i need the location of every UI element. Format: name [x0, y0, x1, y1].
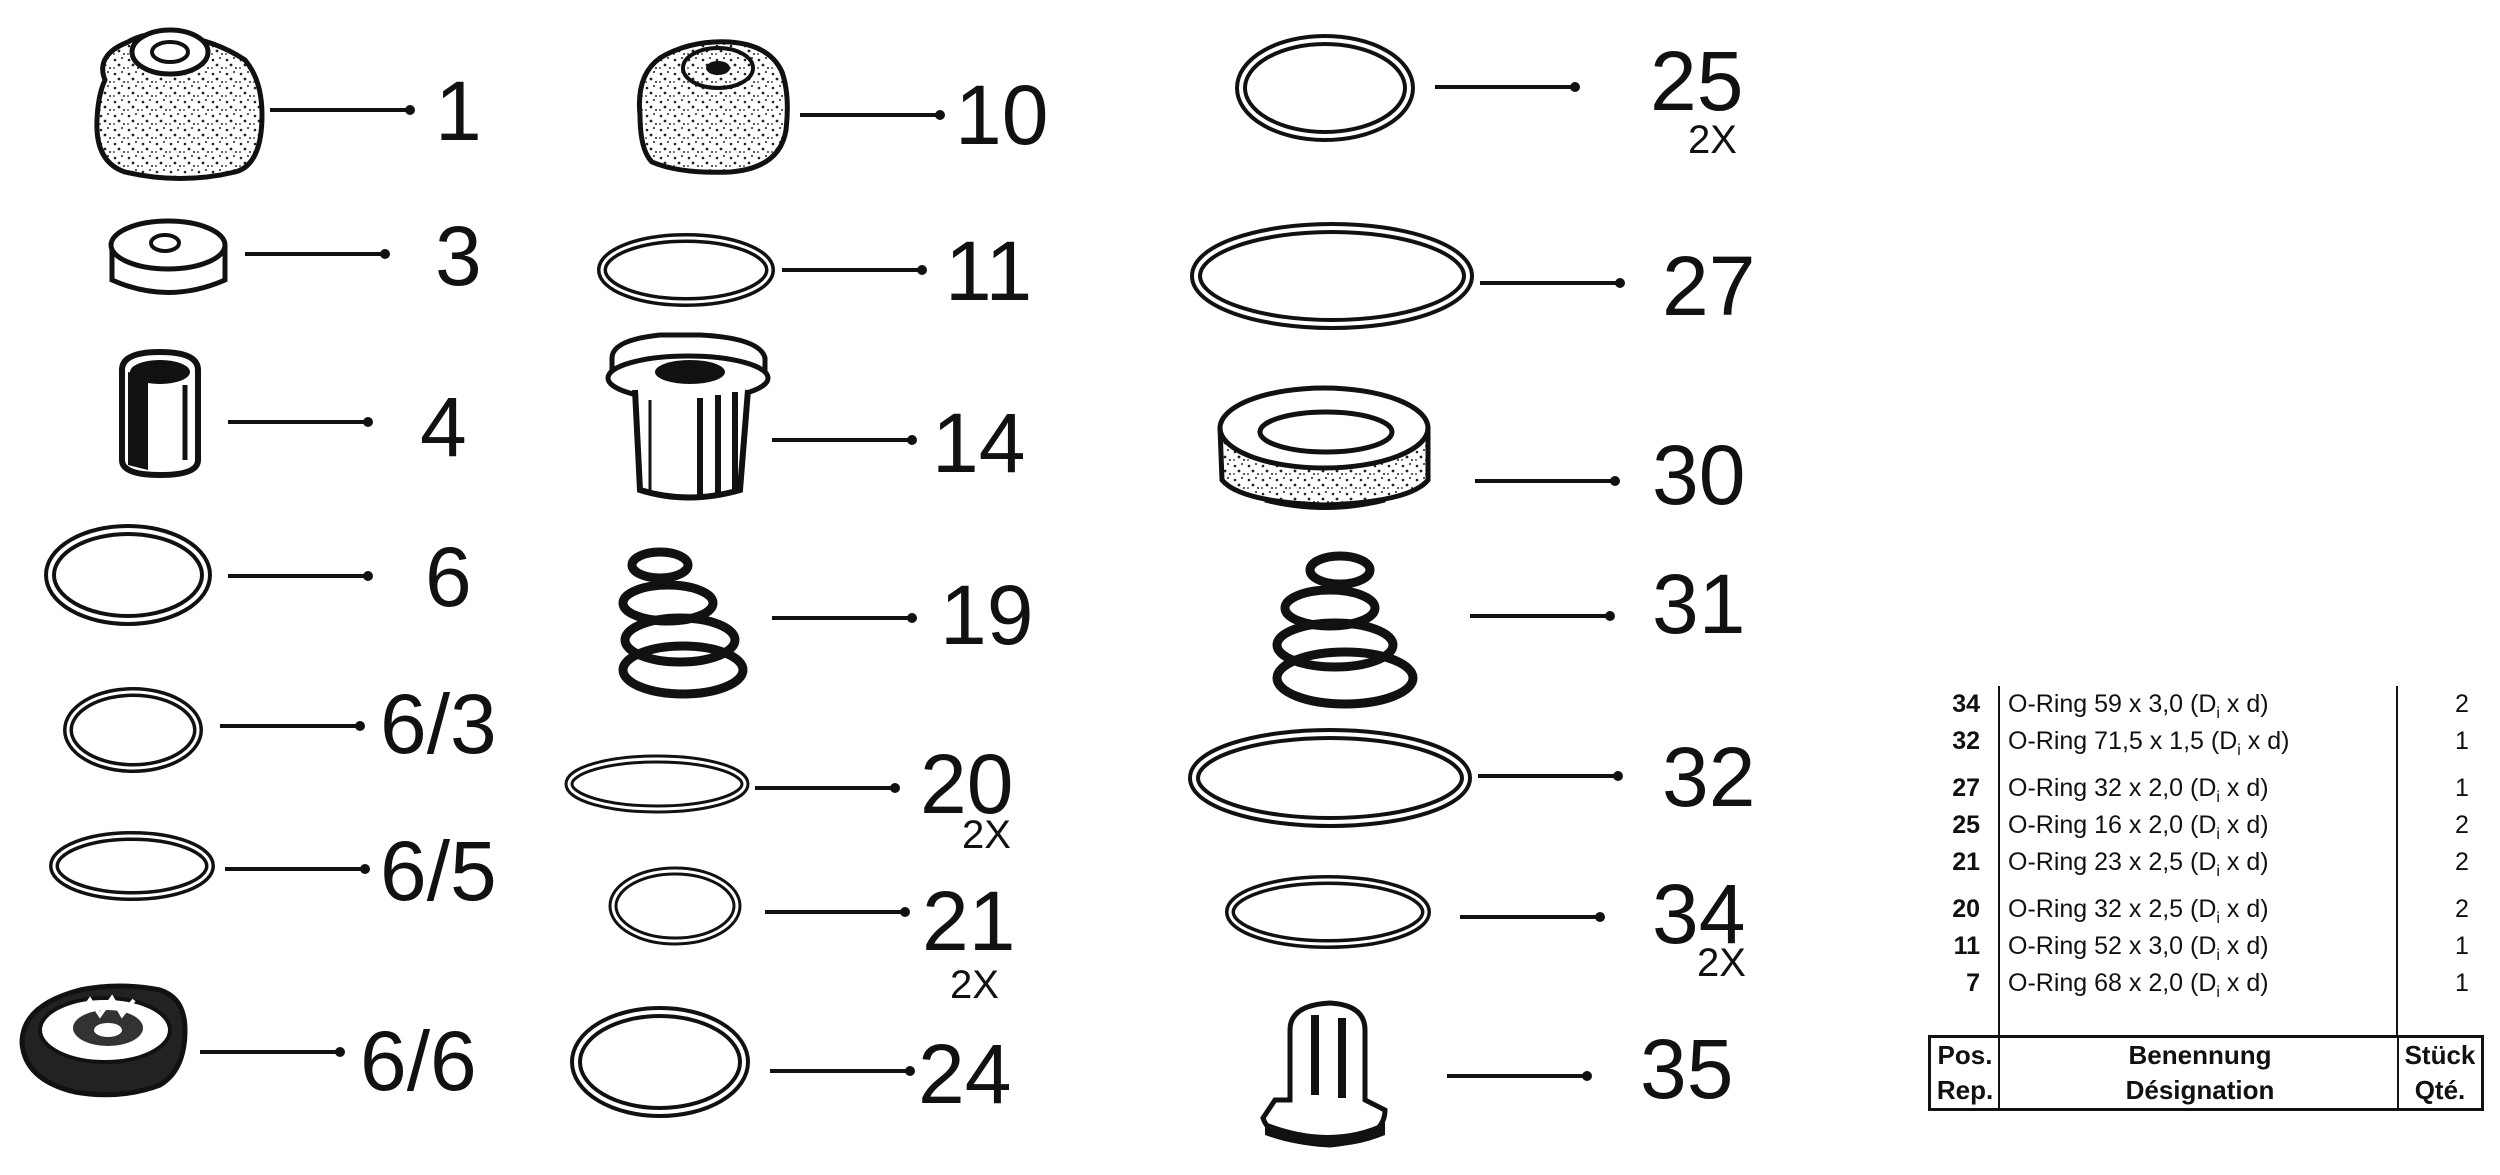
part-19-spring-icon [618, 547, 748, 699]
leader-line-30 [1475, 476, 1620, 486]
leader-line-11 [782, 265, 927, 275]
part-4-sleeve-icon [119, 348, 201, 479]
row-designation: O-Ring 32 x 2,5 (Di x d) [2008, 895, 2269, 927]
callout-6-3-label: 6/3 [380, 677, 497, 771]
callout-25-qty: 2X [1688, 118, 1737, 162]
row-designation: O-Ring 71,5 x 1,5 (Di x d) [2008, 727, 2290, 759]
callout-31-label: 31 [1652, 557, 1745, 651]
leader-line-25 [1435, 82, 1580, 92]
leader-line-14 [772, 435, 917, 445]
leader-line-3 [245, 249, 390, 259]
callout-6-label: 6 [425, 530, 472, 624]
part-6-6-valve-plate-icon [19, 983, 188, 1098]
callout-21-label: 21 [922, 874, 1015, 968]
row-qty: 1 [2455, 774, 2469, 802]
row-qty: 2 [2455, 811, 2469, 839]
row-qty: 1 [2455, 727, 2469, 755]
leader-line-10 [800, 110, 945, 120]
row-designation: O-Ring 32 x 2,0 (Di x d) [2008, 774, 2269, 806]
leader-line-24 [770, 1066, 915, 1076]
leader-line-1 [270, 105, 415, 115]
part-31-spring-icon [1272, 551, 1418, 709]
row-pos: 32 [1952, 727, 1980, 755]
row-qty: 1 [2455, 969, 2469, 997]
row-qty: 2 [2455, 690, 2469, 718]
row-pos: 34 [1952, 690, 1980, 718]
row-qty: 2 [2455, 895, 2469, 923]
table-row: 21 O-Ring 23 x 2,5 (Di x d) 2 [1928, 844, 2498, 881]
leader-line-4 [228, 417, 373, 427]
row-designation: O-Ring 16 x 2,0 (Di x d) [2008, 811, 2269, 843]
leader-line-6-6 [200, 1047, 345, 1057]
callout-6-6-label: 6/6 [360, 1014, 477, 1108]
leader-line-27 [1480, 278, 1625, 288]
row-designation: O-Ring 68 x 2,0 (Di x d) [2008, 969, 2269, 1001]
row-pos: 21 [1952, 848, 1980, 876]
leader-line-35 [1447, 1071, 1592, 1081]
callout-3-label: 3 [435, 209, 482, 303]
row-qty: 1 [2455, 932, 2469, 960]
callout-20-qty: 2X [962, 813, 1011, 857]
leader-line-34 [1460, 912, 1605, 922]
callout-4-label: 4 [420, 380, 467, 474]
table-row: 32 O-Ring 71,5 x 1,5 (Di x d) 1 [1928, 723, 2498, 760]
callout-11-label: 11 [945, 224, 1032, 318]
table-row: 7 O-Ring 68 x 2,0 (Di x d) 1 [1928, 965, 2498, 1002]
row-pos: 27 [1952, 774, 1980, 802]
callout-35-label: 35 [1640, 1022, 1733, 1116]
row-pos: 25 [1952, 811, 1980, 839]
part-14-valve-seat-icon [605, 332, 771, 501]
table-row: 27 O-Ring 32 x 2,0 (Di x d) 1 [1928, 770, 2498, 807]
part-30-seal-ring-icon [1217, 385, 1431, 510]
leader-line-21 [765, 907, 910, 917]
callout-19-label: 19 [940, 568, 1033, 662]
table-row: 34 O-Ring 59 x 3,0 (Di x d) 2 [1928, 686, 2498, 723]
callout-6-5-label: 6/5 [380, 824, 497, 918]
row-designation: O-Ring 59 x 3,0 (Di x d) [2008, 690, 2269, 722]
callout-34-qty: 2X [1697, 941, 1746, 985]
row-qty: 2 [2455, 848, 2469, 876]
table-row: 25 O-Ring 16 x 2,0 (Di x d) 2 [1928, 807, 2498, 844]
part-1-cap-icon [94, 27, 265, 181]
callout-1-label: 1 [435, 64, 482, 158]
leader-line-20 [755, 783, 900, 793]
table-row: 20 O-Ring 32 x 2,5 (Di x d) 2 [1928, 891, 2498, 928]
row-pos: 7 [1966, 969, 1980, 997]
callout-34-label: 34 [1652, 867, 1745, 961]
parts-table: 34 O-Ring 59 x 3,0 (Di x d) 2 32 O-Ring … [1928, 686, 2498, 1111]
leader-line-19 [772, 613, 917, 623]
part-3-washer-icon [108, 218, 228, 295]
callout-27-label: 27 [1662, 239, 1755, 333]
leader-line-6-5 [225, 864, 370, 874]
callout-25-label: 25 [1650, 34, 1743, 128]
callout-30-label: 30 [1652, 428, 1745, 522]
callout-21-qty: 2X [950, 963, 999, 1007]
table-divider-left [1998, 686, 2000, 1035]
table-divider-right [2396, 686, 2398, 1035]
callout-32-label: 32 [1662, 730, 1755, 824]
leader-line-6-3 [220, 721, 365, 731]
callout-24-label: 24 [918, 1027, 1011, 1121]
row-designation: O-Ring 52 x 3,0 (Di x d) [2008, 932, 2269, 964]
leader-line-32 [1478, 771, 1623, 781]
callout-10-label: 10 [955, 68, 1048, 162]
leader-line-6 [228, 571, 373, 581]
part-10-cap-icon [636, 39, 790, 175]
row-pos: 20 [1952, 895, 1980, 923]
callout-20-label: 20 [920, 737, 1013, 831]
leader-line-31 [1470, 611, 1615, 621]
header-pos: Pos.Rep. [1936, 1040, 1994, 1105]
row-designation: O-Ring 23 x 2,5 (Di x d) [2008, 848, 2269, 880]
table-row: 11 O-Ring 52 x 3,0 (Di x d) 1 [1928, 928, 2498, 965]
row-pos: 11 [1953, 932, 1980, 960]
part-35-valve-cap-icon [1260, 1000, 1388, 1148]
callout-14-label: 14 [932, 396, 1025, 490]
